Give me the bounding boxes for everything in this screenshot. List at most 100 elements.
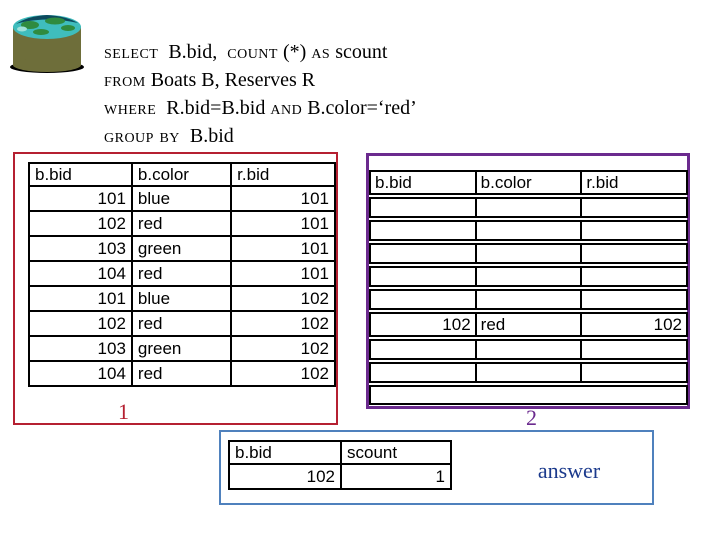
column-header-scount: scount <box>340 440 452 465</box>
sql-text: B.bid <box>179 125 234 147</box>
table-header-row: b.bid b.color r.bid <box>28 162 336 187</box>
empty-cell <box>580 364 686 381</box>
empty-cell <box>474 341 581 358</box>
sql-keyword: from <box>104 69 146 91</box>
empty-cell <box>371 341 475 358</box>
empty-row <box>369 197 688 218</box>
cell-rbid: 102 <box>230 360 336 387</box>
join-result-table: b.bid b.color r.bid 101 blue 101 102 red… <box>28 162 336 387</box>
cell-rbid: 101 <box>230 260 336 287</box>
group-frame: b.bid b.color r.bid 102 red 102 <box>366 153 690 409</box>
table-row: 104 red 102 <box>28 360 336 387</box>
table-row: 102 1 <box>228 463 452 490</box>
cell-bbid: 104 <box>28 360 133 387</box>
empty-cell <box>474 268 581 285</box>
table-row: 104 red 101 <box>28 260 336 287</box>
cell-bbid: 103 <box>28 235 133 262</box>
answer-label: answer <box>537 458 601 483</box>
empty-cell <box>371 268 475 285</box>
cell-bbid: 101 <box>28 285 133 312</box>
sql-text: (*) <box>277 41 312 63</box>
sql-text: B.bid, <box>158 41 228 63</box>
sql-query: select B.bid, count (*) as scount from B… <box>104 38 417 150</box>
selected-group-row: 102 red 102 <box>369 312 688 337</box>
empty-cell <box>580 245 686 262</box>
step-1-label: 1 <box>118 399 129 424</box>
sql-line-from: from Boats B, Reserves R <box>104 66 417 94</box>
sql-line-where: where R.bid=B.bid and B.color=‘red’ <box>104 94 417 122</box>
sql-keyword: count <box>227 41 278 63</box>
column-header-rbid: r.bid <box>580 172 686 193</box>
empty-cell <box>371 222 475 239</box>
cell-bbid: 102 <box>228 463 342 490</box>
empty-cell <box>474 199 581 216</box>
column-header-bcolor: b.color <box>474 172 581 193</box>
table-row: 102 red 102 <box>28 310 336 337</box>
empty-row <box>369 362 688 383</box>
cell-bcolor: red <box>474 314 581 335</box>
cell-rbid: 102 <box>230 335 336 362</box>
table-header-row: b.bid scount <box>228 440 452 465</box>
answer-frame: b.bid scount 102 1 answer <box>219 430 654 505</box>
column-header-bcolor: b.color <box>130 162 233 187</box>
group-table: b.bid b.color r.bid 102 red 102 <box>369 170 688 405</box>
sql-line-groupby: group by B.bid <box>104 122 417 150</box>
cell-bcolor: red <box>130 310 233 337</box>
cell-rbid: 101 <box>230 235 336 262</box>
empty-cell <box>371 291 475 308</box>
empty-cell <box>474 245 581 262</box>
empty-cell <box>371 199 475 216</box>
empty-row <box>369 289 688 310</box>
cell-bbid: 103 <box>28 335 133 362</box>
table-row: 101 blue 101 <box>28 185 336 212</box>
column-header-bbid: b.bid <box>228 440 342 465</box>
sql-keyword: where <box>104 97 157 119</box>
sql-keyword: group by <box>104 125 180 147</box>
table-row: 102 red 101 <box>28 210 336 237</box>
cell-bcolor: red <box>130 210 233 237</box>
sql-keyword: select <box>104 41 159 63</box>
cell-rbid: 102 <box>580 314 686 335</box>
cell-bbid: 102 <box>442 314 471 334</box>
sql-keyword: and <box>270 97 303 119</box>
cell-bcolor: blue <box>130 285 233 312</box>
table-header-row: b.bid b.color r.bid <box>369 170 688 195</box>
table-row: 103 green 101 <box>28 235 336 262</box>
database-icon <box>10 15 84 73</box>
answer-table: b.bid scount 102 1 <box>228 440 452 490</box>
cell-scount: 1 <box>340 463 452 490</box>
empty-cell <box>580 268 686 285</box>
empty-bottom-strip <box>369 385 688 405</box>
empty-cell <box>580 222 686 239</box>
empty-cell <box>580 341 686 358</box>
cell-bcolor: red <box>130 360 233 387</box>
cell-bbid: 101 <box>28 185 133 212</box>
cell-bbid: 102 <box>28 310 133 337</box>
step-2-label: 2 <box>526 405 537 430</box>
empty-cell <box>474 222 581 239</box>
column-header-bbid: b.bid <box>28 162 133 187</box>
empty-cell <box>474 291 581 308</box>
empty-cell <box>580 199 686 216</box>
empty-row <box>369 266 688 287</box>
sql-keyword: as <box>311 41 331 63</box>
column-header-bbid: b.bid <box>375 172 412 192</box>
empty-cell <box>371 364 475 381</box>
empty-cell <box>580 291 686 308</box>
empty-row <box>369 339 688 360</box>
cell-bcolor: blue <box>130 185 233 212</box>
table-row: 101 blue 102 <box>28 285 336 312</box>
sql-text: B.color=‘red’ <box>302 97 417 119</box>
cell-bbid: 104 <box>28 260 133 287</box>
empty-row <box>369 243 688 264</box>
sql-text: R.bid=B.bid <box>156 97 271 119</box>
cell-bcolor: green <box>130 335 233 362</box>
sql-text: scount <box>330 41 388 63</box>
cell-bbid: 102 <box>28 210 133 237</box>
table-row: 103 green 102 <box>28 335 336 362</box>
sql-text: Boats B, Reserves R <box>145 69 316 91</box>
empty-cell <box>371 245 475 262</box>
column-header-rbid: r.bid <box>230 162 336 187</box>
sql-line-select: select B.bid, count (*) as scount <box>104 38 417 66</box>
